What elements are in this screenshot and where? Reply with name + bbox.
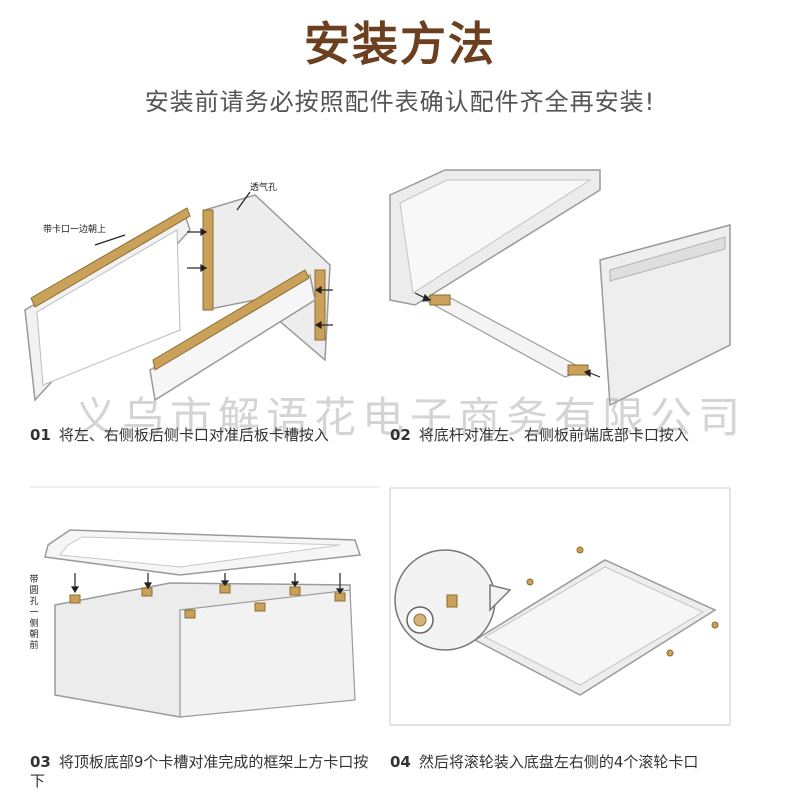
step-4-text: 然后将滚轮装入底盘左右侧的4个滚轮卡口 [418,753,699,771]
page-subtitle: 安装前请务必按照配件表确认配件齐全再安装! [144,88,656,116]
step-3-number: 03 [30,753,51,771]
callout-vent-hole: 透气孔 [250,183,278,193]
step-4-illustration [385,485,785,730]
step-4-number: 04 [390,753,411,771]
step-1-text: 将左、右侧板后侧卡口对准后板卡槽按入 [58,426,329,444]
page-title: 安装方法 [304,17,496,71]
step-2-illustration [385,165,785,420]
step-3-illustration: 带圆孔一侧朝前 [29,485,380,725]
step-1-number: 01 [30,426,51,444]
step-1-illustration: 带卡口一边朝上 透气孔 [15,170,385,420]
callout-round-hole-front: 带圆孔一侧朝前 [29,575,39,651]
step-2-number: 02 [390,426,411,444]
step-2-caption: 02 将底杆对准左、右侧板前端底部卡口按入 [390,426,790,445]
step-3-text: 将顶板底部9个卡槽对准完成的框架上方卡口按下 [30,753,369,790]
step-2-text: 将底杆对准左、右侧板前端底部卡口按入 [418,426,689,444]
step-1-caption: 01 将左、右侧板后侧卡口对准后板卡槽按入 [30,426,390,445]
step-4-caption: 04 然后将滚轮装入底盘左右侧的4个滚轮卡口 [390,753,790,772]
callout-clip-side-up: 带卡口一边朝上 [43,225,107,235]
